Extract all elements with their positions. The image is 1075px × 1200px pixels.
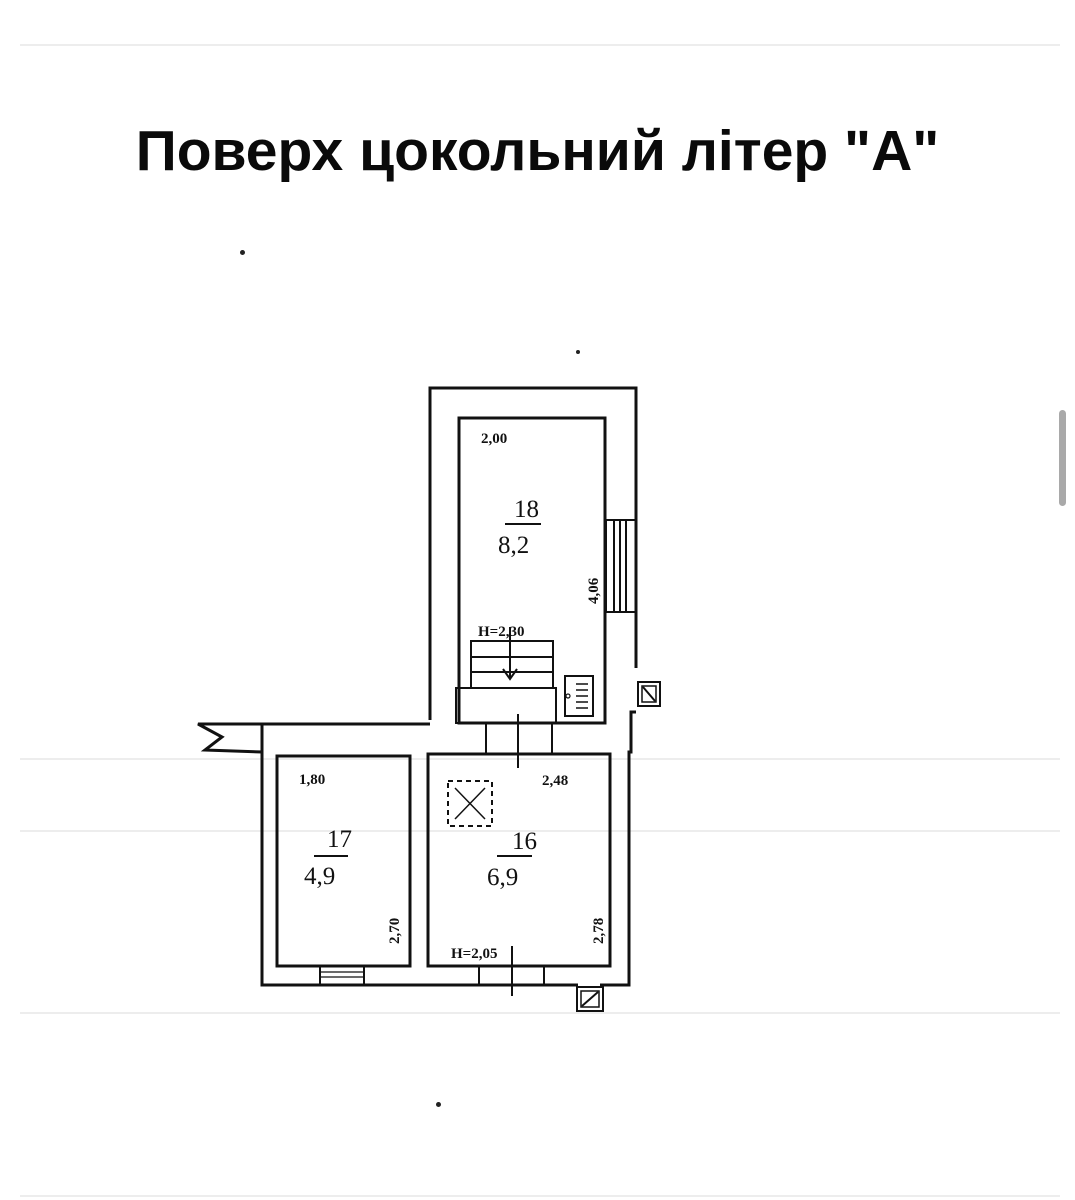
- room-17-number: 17: [327, 826, 352, 853]
- page-title: Поверх цокольний літер "А": [135, 119, 940, 183]
- scan-dot: [240, 250, 245, 255]
- room-18-area: 8,2: [498, 532, 529, 559]
- room-16-length: 2,78: [591, 918, 607, 944]
- room-16: 2,48 16 6,9 2,78 H=2,05: [426, 752, 612, 996]
- room-17-area: 4,9: [304, 863, 335, 890]
- room-17-width: 1,80: [299, 772, 325, 788]
- room-18-width: 2,00: [481, 431, 507, 447]
- room-16-area: 6,9: [487, 864, 518, 891]
- room-17: 1,80 17 4,9 2,70: [275, 754, 412, 986]
- gas-meter-icon: [564, 675, 594, 717]
- room-18: 2,00 18 8,2 4,06 H=2,30: [455, 416, 637, 725]
- room-18-length: 4,06: [586, 577, 602, 604]
- chimney-vent-icon: [576, 986, 604, 1012]
- room-18-number: 18: [514, 496, 539, 523]
- room-17-length: 2,70: [387, 918, 403, 944]
- scan-line: [20, 44, 1060, 46]
- stairs-down-arrow-icon: [502, 627, 518, 681]
- scan-line: [20, 758, 1060, 760]
- room-16-height: H=2,05: [451, 946, 497, 962]
- ventilation-shaft-icon: [447, 780, 493, 827]
- scan-dot: [436, 1102, 441, 1107]
- outer-walls: [197, 386, 638, 987]
- vertical-scrollbar[interactable]: [1059, 410, 1066, 506]
- scan-line: [20, 830, 1060, 832]
- chimney-vent-icon: [637, 681, 661, 707]
- door-passage: [485, 714, 553, 768]
- scan-line: [20, 1195, 1060, 1197]
- scan-dot: [576, 350, 580, 354]
- room-18-height: H=2,30: [478, 624, 524, 640]
- room-16-number: 16: [512, 828, 537, 855]
- room-16-width: 2,48: [542, 773, 568, 789]
- scan-line: [20, 1012, 1060, 1014]
